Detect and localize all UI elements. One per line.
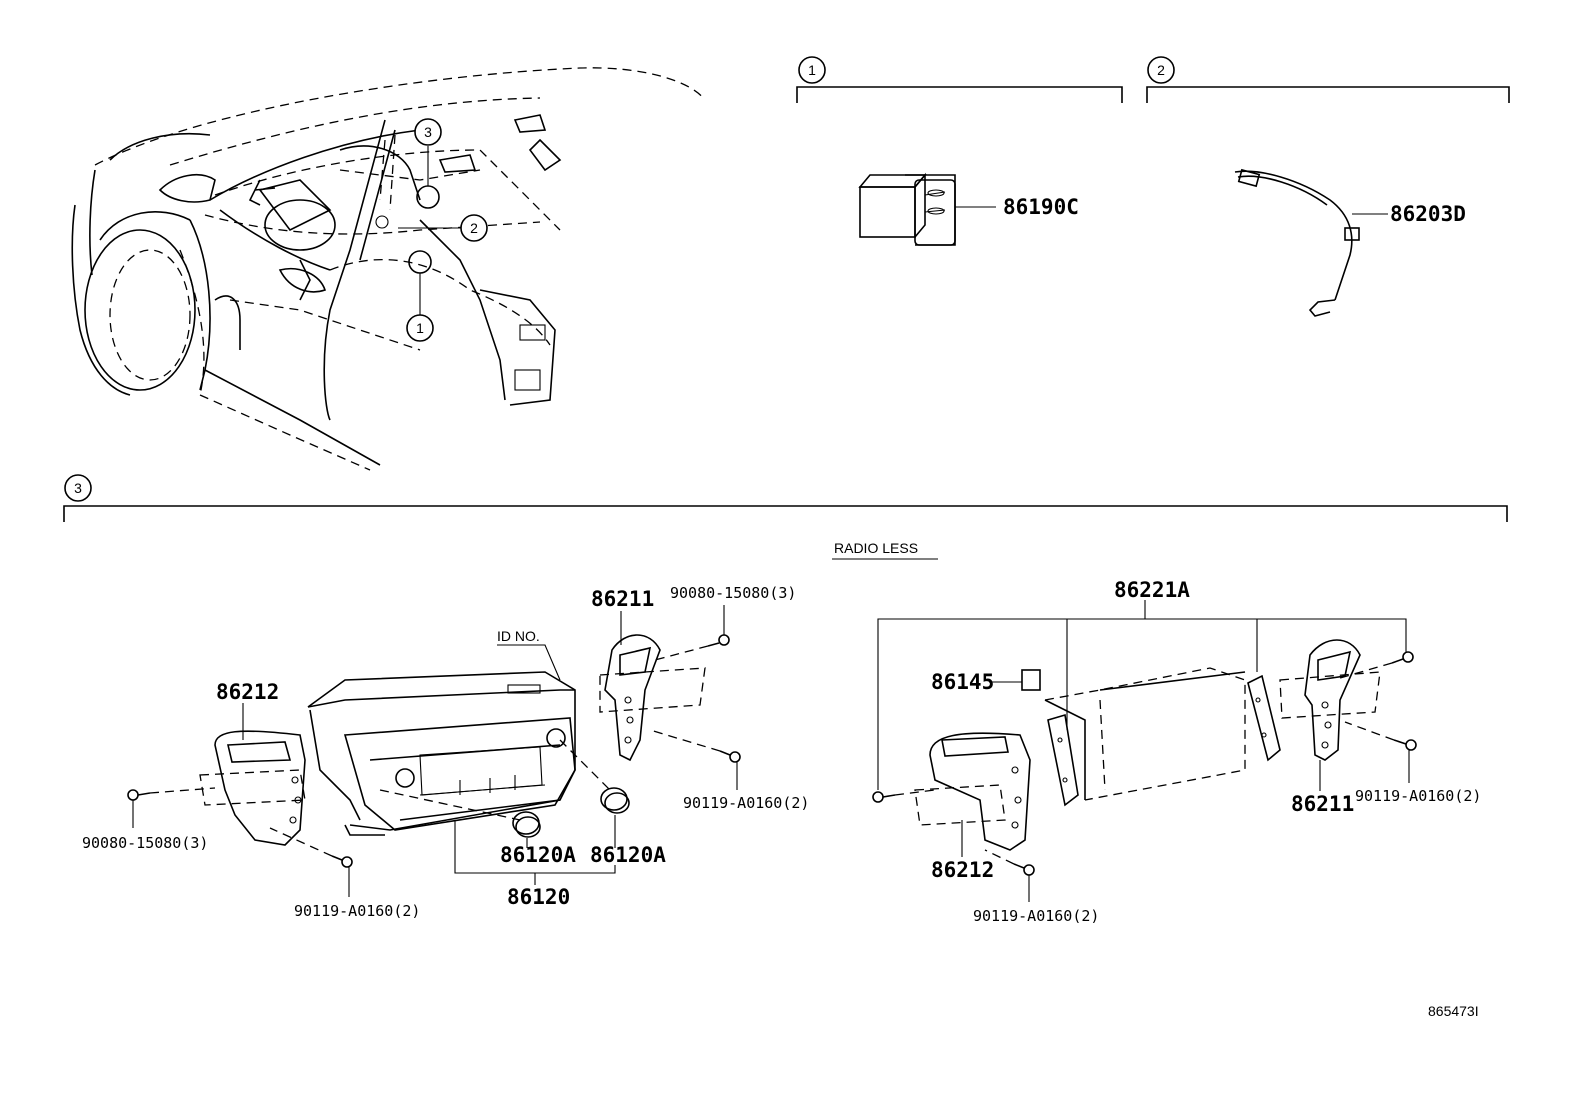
plate-left: [1047, 713, 1079, 807]
part-86221a-label: 86221A: [1114, 578, 1190, 602]
bolt-right-left: [872, 789, 936, 803]
bracket-86211-left: [599, 611, 706, 762]
radio-less-label: RADIO LESS: [834, 540, 918, 556]
part-86120a-b-label: 86120A: [590, 843, 666, 867]
bolt-left: [127, 787, 216, 828]
bracket-86212-right: [914, 732, 1031, 857]
part-90119-bottom-right-label: 90119-A0160(2): [973, 907, 1099, 925]
part-86190c-label: 86190C: [1003, 195, 1079, 219]
bolt-mid: [649, 729, 741, 790]
part-86120a-a-label: 86120A: [500, 843, 576, 867]
bolt-right-bottom: [984, 849, 1035, 902]
callout-1-badge: [406, 314, 434, 342]
bracket-86211-right: [1279, 639, 1381, 791]
section-3-badge: [64, 474, 92, 502]
callout-2-badge: [460, 214, 488, 242]
part-86120-label: 86120: [507, 885, 570, 909]
bolt-right-top: [1339, 651, 1414, 679]
part-90080-top-label: 90080-15080(3): [670, 584, 796, 602]
part-86211-right-label: 86211: [1291, 792, 1354, 816]
connector-86145: [989, 669, 1041, 691]
box-86221a: [1044, 667, 1246, 801]
bolt-top: [654, 605, 730, 661]
section-2-badge: [1147, 56, 1175, 84]
part-90080-left-label: 90080-15080(3): [82, 834, 208, 852]
part-86203d-label: 86203D: [1390, 202, 1466, 226]
part-86211-left-label: 86211: [591, 587, 654, 611]
bolt-right-mid: [1344, 721, 1417, 783]
wire-86203d: [1234, 168, 1388, 317]
section-1: 1 86190C: [796, 56, 1123, 246]
part-90119-bottom-left-label: 90119-A0160(2): [294, 902, 420, 920]
part-86145-label: 86145: [931, 670, 994, 694]
radio-unit-86120: [307, 671, 611, 836]
dashboard-overview: 3 2 1: [71, 67, 706, 471]
plate-right: [1247, 674, 1281, 762]
knob-86120a-a: [512, 811, 541, 848]
section-1-text: 1: [808, 62, 816, 78]
section-2-text: 2: [1157, 62, 1165, 78]
part-90119-right-label: 90119-A0160(2): [1355, 787, 1481, 805]
part-86212-right-label: 86212: [931, 858, 994, 882]
callout-2-text: 2: [470, 220, 478, 236]
part-90119-mid-label: 90119-A0160(2): [683, 794, 809, 812]
diagram-id: 865473I: [1428, 1003, 1479, 1019]
part-86212-left-label: 86212: [216, 680, 279, 704]
id-no-label: ID NO.: [497, 628, 540, 644]
section-3: 3 RADIO LESS: [63, 474, 1508, 560]
section-2: 2 86203D: [1146, 56, 1510, 317]
bracket-86212-left: [199, 703, 306, 846]
section-3-text: 3: [74, 480, 82, 496]
callout-1-text: 1: [416, 320, 424, 336]
section-1-badge: [798, 56, 826, 84]
callout-3-text: 3: [424, 124, 432, 140]
knob-86120a-b: [600, 787, 630, 848]
switch-86190c: [858, 172, 996, 246]
bolt-bottom-left: [269, 827, 353, 897]
callout-3-badge: [414, 118, 442, 146]
radio-less-assembly: 86221A 86145 86212 86211 90119-A0160(2) …: [872, 578, 1481, 925]
radio-assembly: ID NO.: [82, 584, 809, 920]
